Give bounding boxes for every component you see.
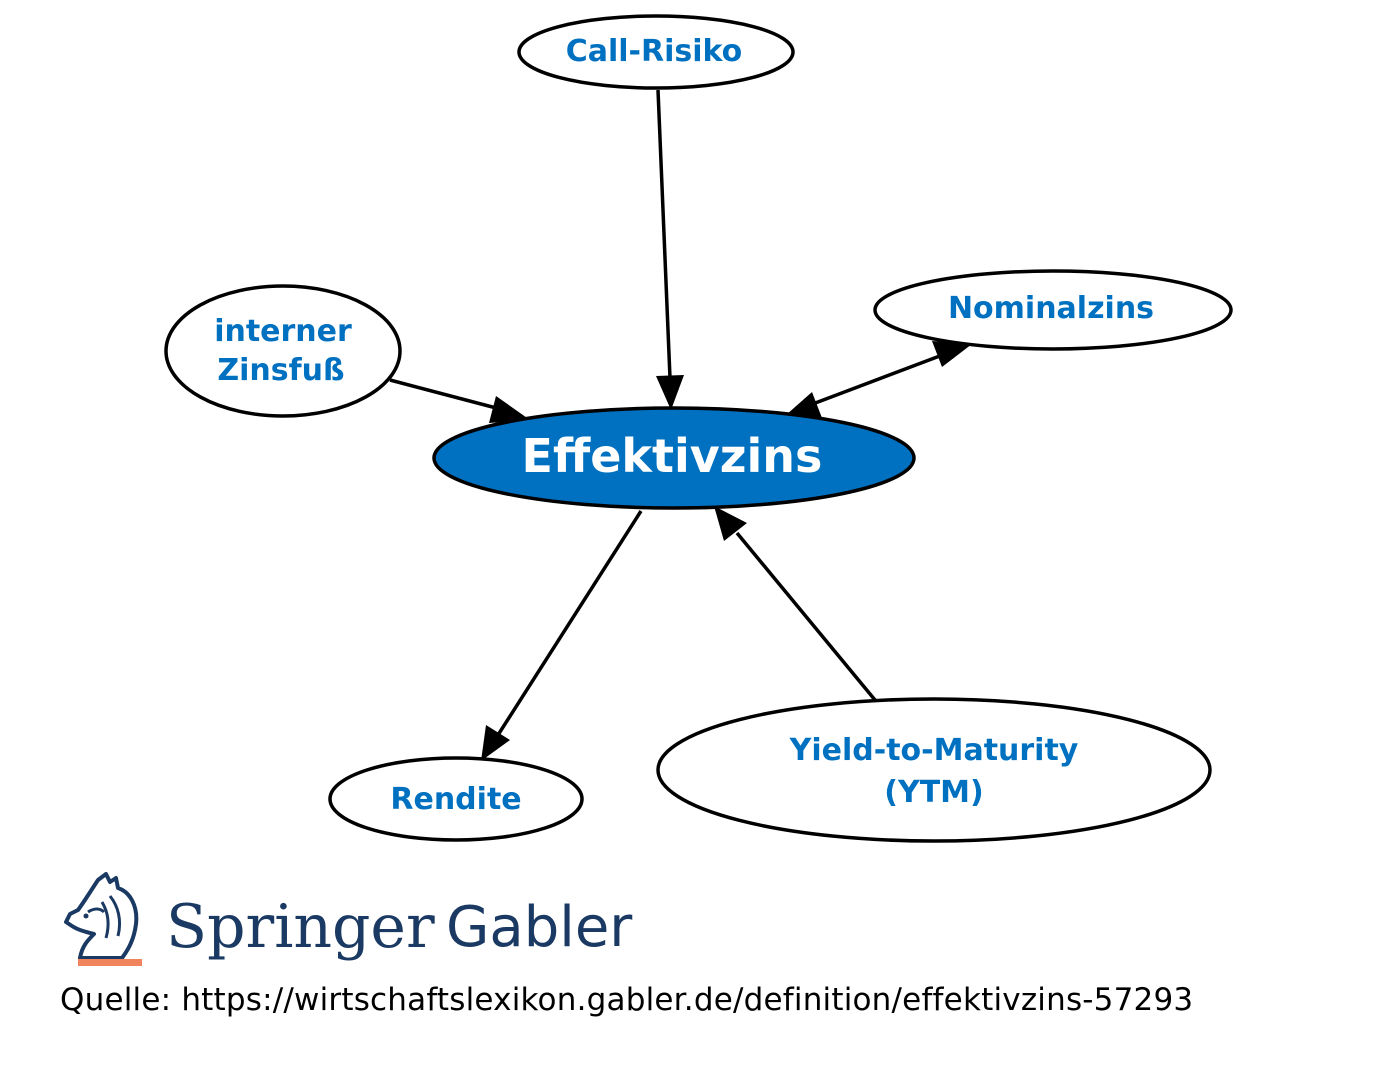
arrowhead-zinsfuss — [489, 396, 530, 423]
node-nominalzins-label: Nominalzins — [948, 291, 1154, 326]
node-rendite[interactable]: Rendite — [328, 756, 584, 842]
node-interner-zinsfuss-shape — [164, 284, 402, 418]
arrowhead-center-to-nominalzins — [932, 341, 972, 367]
brand-sub: Gabler — [446, 895, 633, 960]
node-call-risiko[interactable]: Call-Risiko — [517, 14, 795, 90]
node-rendite-shape — [328, 756, 584, 842]
node-ytm-line2: (YTM) — [884, 775, 983, 810]
node-nominalzins[interactable]: Nominalzins — [873, 269, 1233, 351]
arrowhead-rendite — [481, 725, 510, 761]
brand-name: Springer — [166, 892, 435, 962]
edge-call-risiko-to-effektivzins — [656, 89, 672, 379]
node-rendite-label: Rendite — [390, 782, 521, 817]
edge-zinsfuss-to-effektivzins — [389, 378, 501, 411]
brand-accent-bar — [78, 959, 142, 966]
node-effektivzins-label: Effektivzins — [522, 429, 823, 483]
edge-effektivzins-to-rendite — [496, 510, 643, 736]
horse-head-icon — [64, 872, 139, 960]
node-call-risiko-label: Call-Risiko — [566, 34, 743, 69]
node-interner-zinsfuss[interactable]: interner Zinsfuß — [164, 284, 402, 418]
arrowhead-call-risiko — [656, 375, 684, 410]
node-effektivzins[interactable]: Effektivzins — [432, 406, 916, 510]
edges — [389, 89, 972, 761]
node-ytm-shape — [656, 697, 1212, 843]
edge-nominalzins-effektivzins — [809, 352, 946, 407]
arrowhead-nominalzins-to-center — [786, 392, 822, 418]
node-interner-zinsfuss-line1: interner — [214, 314, 352, 349]
node-call-risiko-shape — [517, 14, 795, 90]
node-interner-zinsfuss-line2: Zinsfuß — [217, 353, 344, 388]
springer-gabler-logo: Springer Gabler — [64, 872, 633, 966]
node-nominalzins-shape — [873, 269, 1233, 351]
edge-ytm-to-effektivzins — [735, 531, 877, 702]
node-ytm-line1: Yield-to-Maturity — [789, 733, 1079, 768]
source-citation: Quelle: https://wirtschaftslexikon.gable… — [60, 982, 1194, 1018]
node-ytm[interactable]: Yield-to-Maturity (YTM) — [656, 697, 1212, 843]
arrowhead-ytm — [714, 506, 747, 541]
node-effektivzins-shape — [432, 406, 916, 510]
